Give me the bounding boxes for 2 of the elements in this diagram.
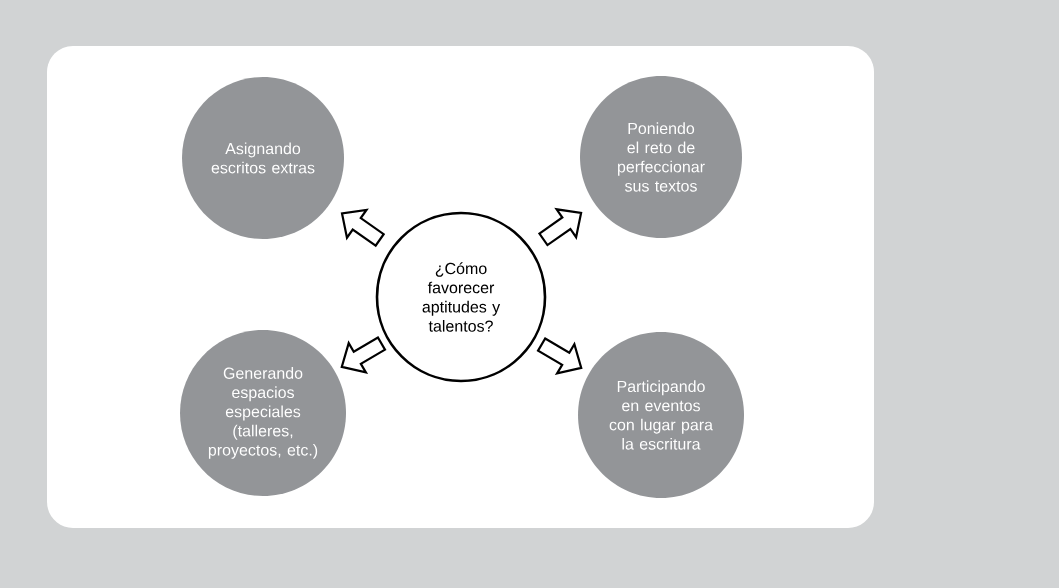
block-arrow <box>340 336 387 375</box>
block-arrow <box>536 337 583 376</box>
